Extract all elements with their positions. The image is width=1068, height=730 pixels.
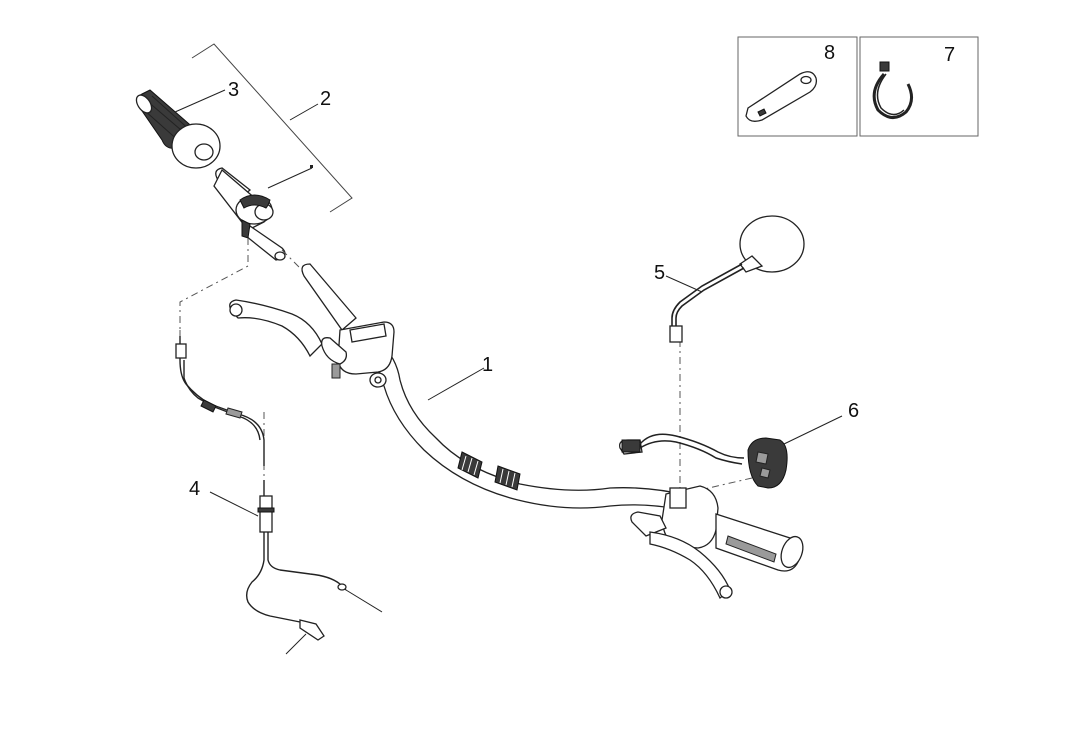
- callout-5: 5: [654, 262, 665, 284]
- switch-part: [619, 433, 788, 489]
- left-brake-lever-part: [229, 299, 395, 388]
- cable-tie-part: [872, 61, 913, 119]
- callout-7: 7: [944, 44, 955, 66]
- callout-1: 1: [482, 354, 493, 376]
- inset-box-cable-tie: 7: [859, 36, 979, 137]
- throttle-assembly-part: [213, 167, 286, 261]
- inset-box-tool-plate: 8: [737, 36, 858, 137]
- callout-3: 3: [228, 79, 239, 101]
- throttle-cable-part: [175, 336, 383, 655]
- grip-part: [135, 89, 221, 169]
- assembly-bracket: [191, 43, 353, 213]
- handlebar-part: [301, 263, 693, 513]
- callout-2: 2: [320, 88, 331, 110]
- tool-plate-part: [745, 71, 818, 122]
- mirror-part: [669, 215, 805, 343]
- callout-4: 4: [189, 478, 200, 500]
- callout-6: 6: [848, 400, 859, 422]
- callout-8: 8: [824, 42, 835, 64]
- right-lever-grip-part: [630, 485, 804, 600]
